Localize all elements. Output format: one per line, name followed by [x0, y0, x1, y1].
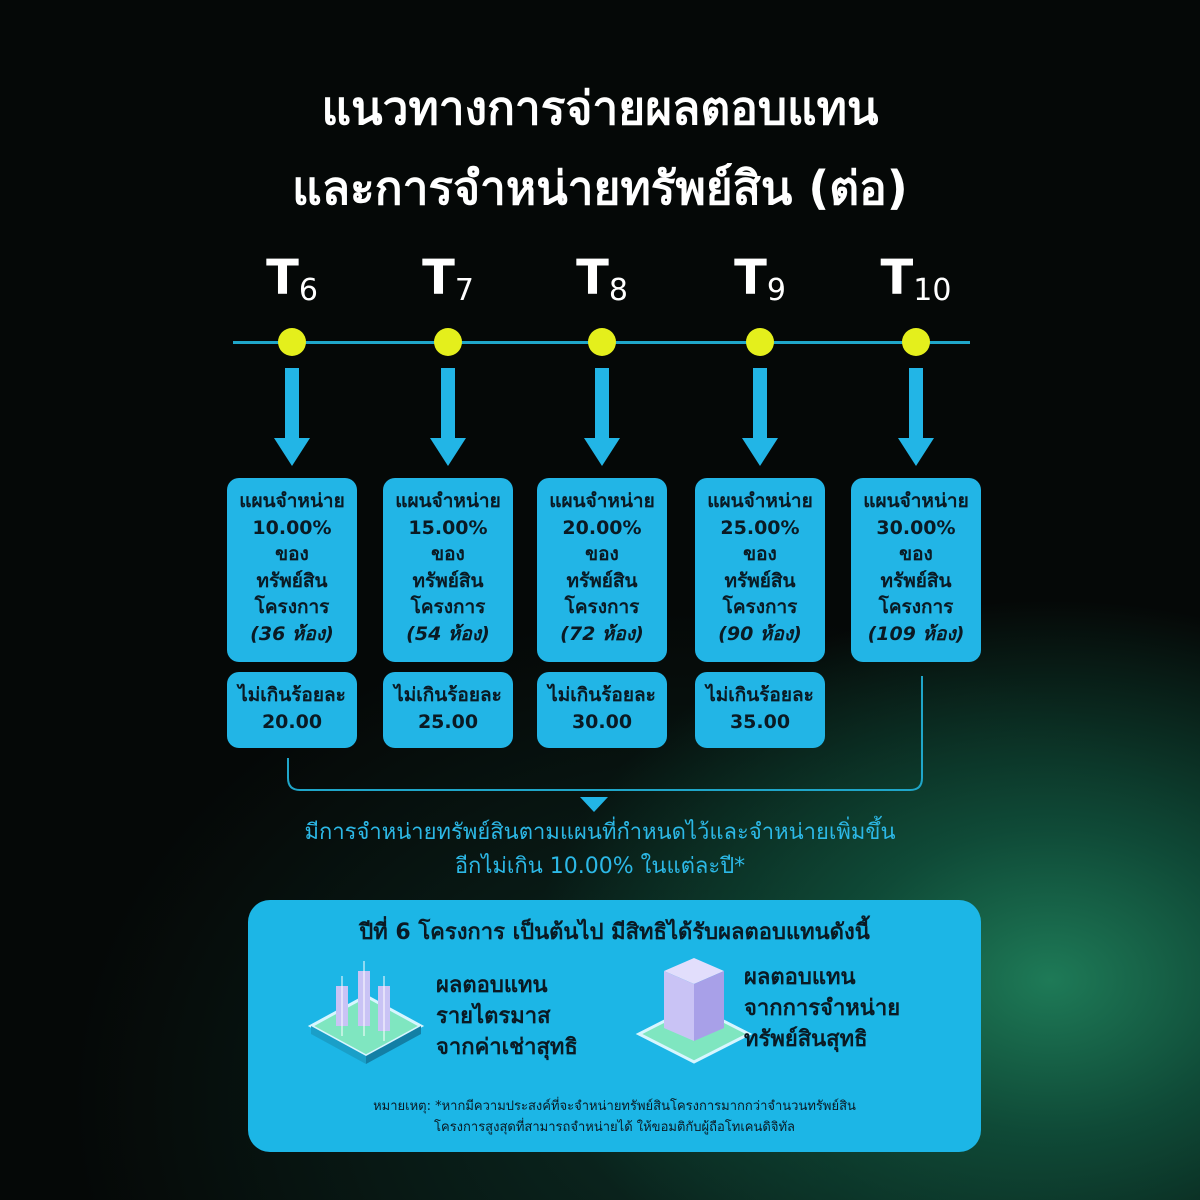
period-label: T8 — [576, 250, 628, 308]
rental-building-icon — [307, 961, 425, 1064]
period-label: T6 — [266, 250, 318, 308]
bracket — [287, 676, 923, 812]
down-arrow-icon — [742, 368, 778, 466]
timeline-dot — [588, 328, 616, 356]
summary-line-2: อีกไม่เกิน 10.00% ในแต่ละปี* — [454, 854, 746, 879]
benefit2-line3: ทรัพย์สินสุทธิ — [744, 1027, 868, 1052]
timeline-dot — [746, 328, 774, 356]
benefit2-line1: ผลตอบแทน — [744, 965, 856, 990]
title-line-1: แนวทางการจ่ายผลตอบแทน — [321, 81, 879, 135]
tower-building-icon — [635, 958, 753, 1064]
period-label: T7 — [422, 250, 474, 308]
timeline-dot — [278, 328, 306, 356]
down-arrow-icon — [274, 368, 310, 466]
timeline-dot — [902, 328, 930, 356]
down-arrow-icon — [584, 368, 620, 466]
down-arrow-icon — [898, 368, 934, 466]
benefit1-line2: รายไตรมาส — [436, 1004, 551, 1029]
timeline-dot — [434, 328, 462, 356]
benefit1-line1: ผลตอบแทน — [436, 973, 548, 998]
footnote-line-2: โครงการสูงสุดที่สามารถจำหน่ายได้ ให้ขอมต… — [434, 1120, 795, 1135]
period-label: T9 — [734, 250, 786, 308]
panel-heading: ปีที่ 6 โครงการ เป็นต้นไป มีสิทธิได้รับผ… — [359, 920, 870, 945]
title-line-2: และการจำหน่ายทรัพย์สิน (ต่อ) — [292, 161, 908, 215]
down-triangle-icon — [580, 797, 608, 812]
footnote: หมายเหตุ: *หากมีความประสงค์ที่จะจำหน่ายท… — [248, 1096, 981, 1138]
footnote-line-1: หมายเหตุ: *หากมีความประสงค์ที่จะจำหน่ายท… — [373, 1099, 856, 1114]
benefit2-line2: จากการจำหน่าย — [744, 996, 901, 1021]
summary-line-1: มีการจำหน่ายทรัพย์สินตามแผนที่กำหนดไว้แล… — [304, 820, 896, 845]
down-arrow-icon — [430, 368, 466, 466]
period-label: T10 — [880, 250, 952, 308]
benefit1-line3: จากค่าเช่าสุทธิ — [436, 1035, 578, 1060]
benefits-panel: ปีที่ 6 โครงการ เป็นต้นไป มีสิทธิได้รับผ… — [248, 900, 981, 1152]
